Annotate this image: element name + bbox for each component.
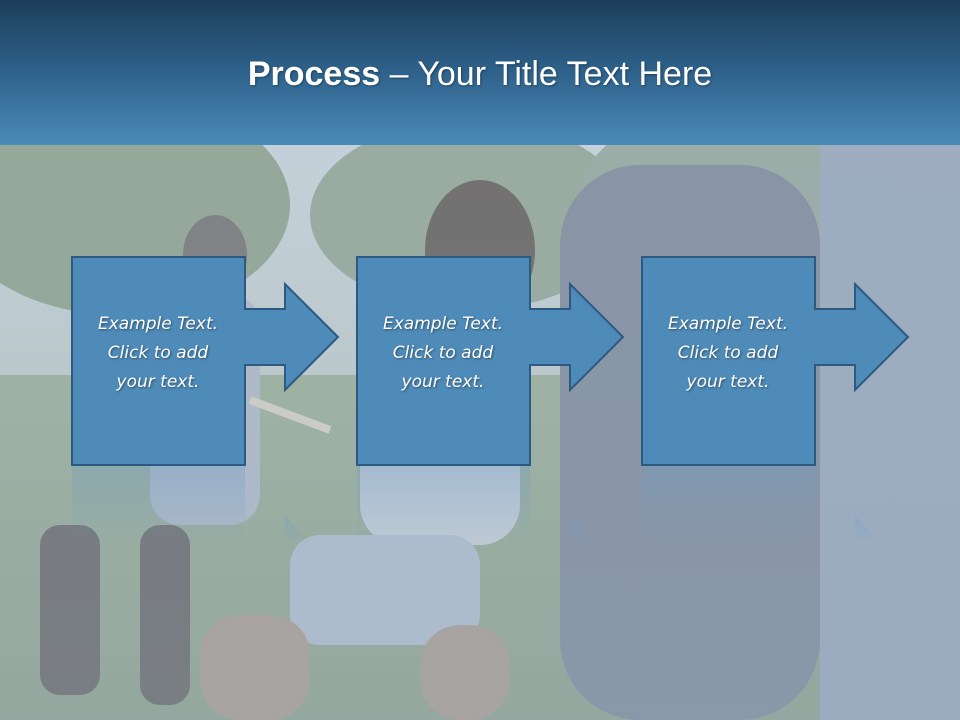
title-bar [0,0,960,145]
title-bold: Process [247,55,381,93]
slide-title[interactable]: Process – Your Title Text Here [0,52,960,96]
step-text: Example Text. Click to add your text. [356,310,530,397]
step-line-2: Click to add [107,343,209,363]
step-reflection [642,466,881,546]
process-step-2[interactable]: Example Text. Click to add your text. [356,256,626,468]
right-arrow-icon [641,256,910,466]
right-arrow-icon [356,256,625,466]
process-step-1[interactable]: Example Text. Click to add your text. [71,256,341,468]
step-line-3: your text. [401,372,485,392]
process-step-3[interactable]: Example Text. Click to add your text. [641,256,911,468]
step-reflection [72,466,311,546]
step-text: Example Text. Click to add your text. [641,310,815,397]
step-reflection [357,466,596,546]
step-line-2: Click to add [677,343,779,363]
step-text: Example Text. Click to add your text. [71,310,245,397]
step-line-3: your text. [116,372,200,392]
step-line-1: Example Text. [97,314,219,334]
title-rest: – Your Title Text Here [380,55,713,93]
right-arrow-icon [71,256,340,466]
step-line-2: Click to add [392,343,494,363]
step-line-1: Example Text. [382,314,504,334]
step-line-3: your text. [686,372,770,392]
step-line-1: Example Text. [667,314,789,334]
